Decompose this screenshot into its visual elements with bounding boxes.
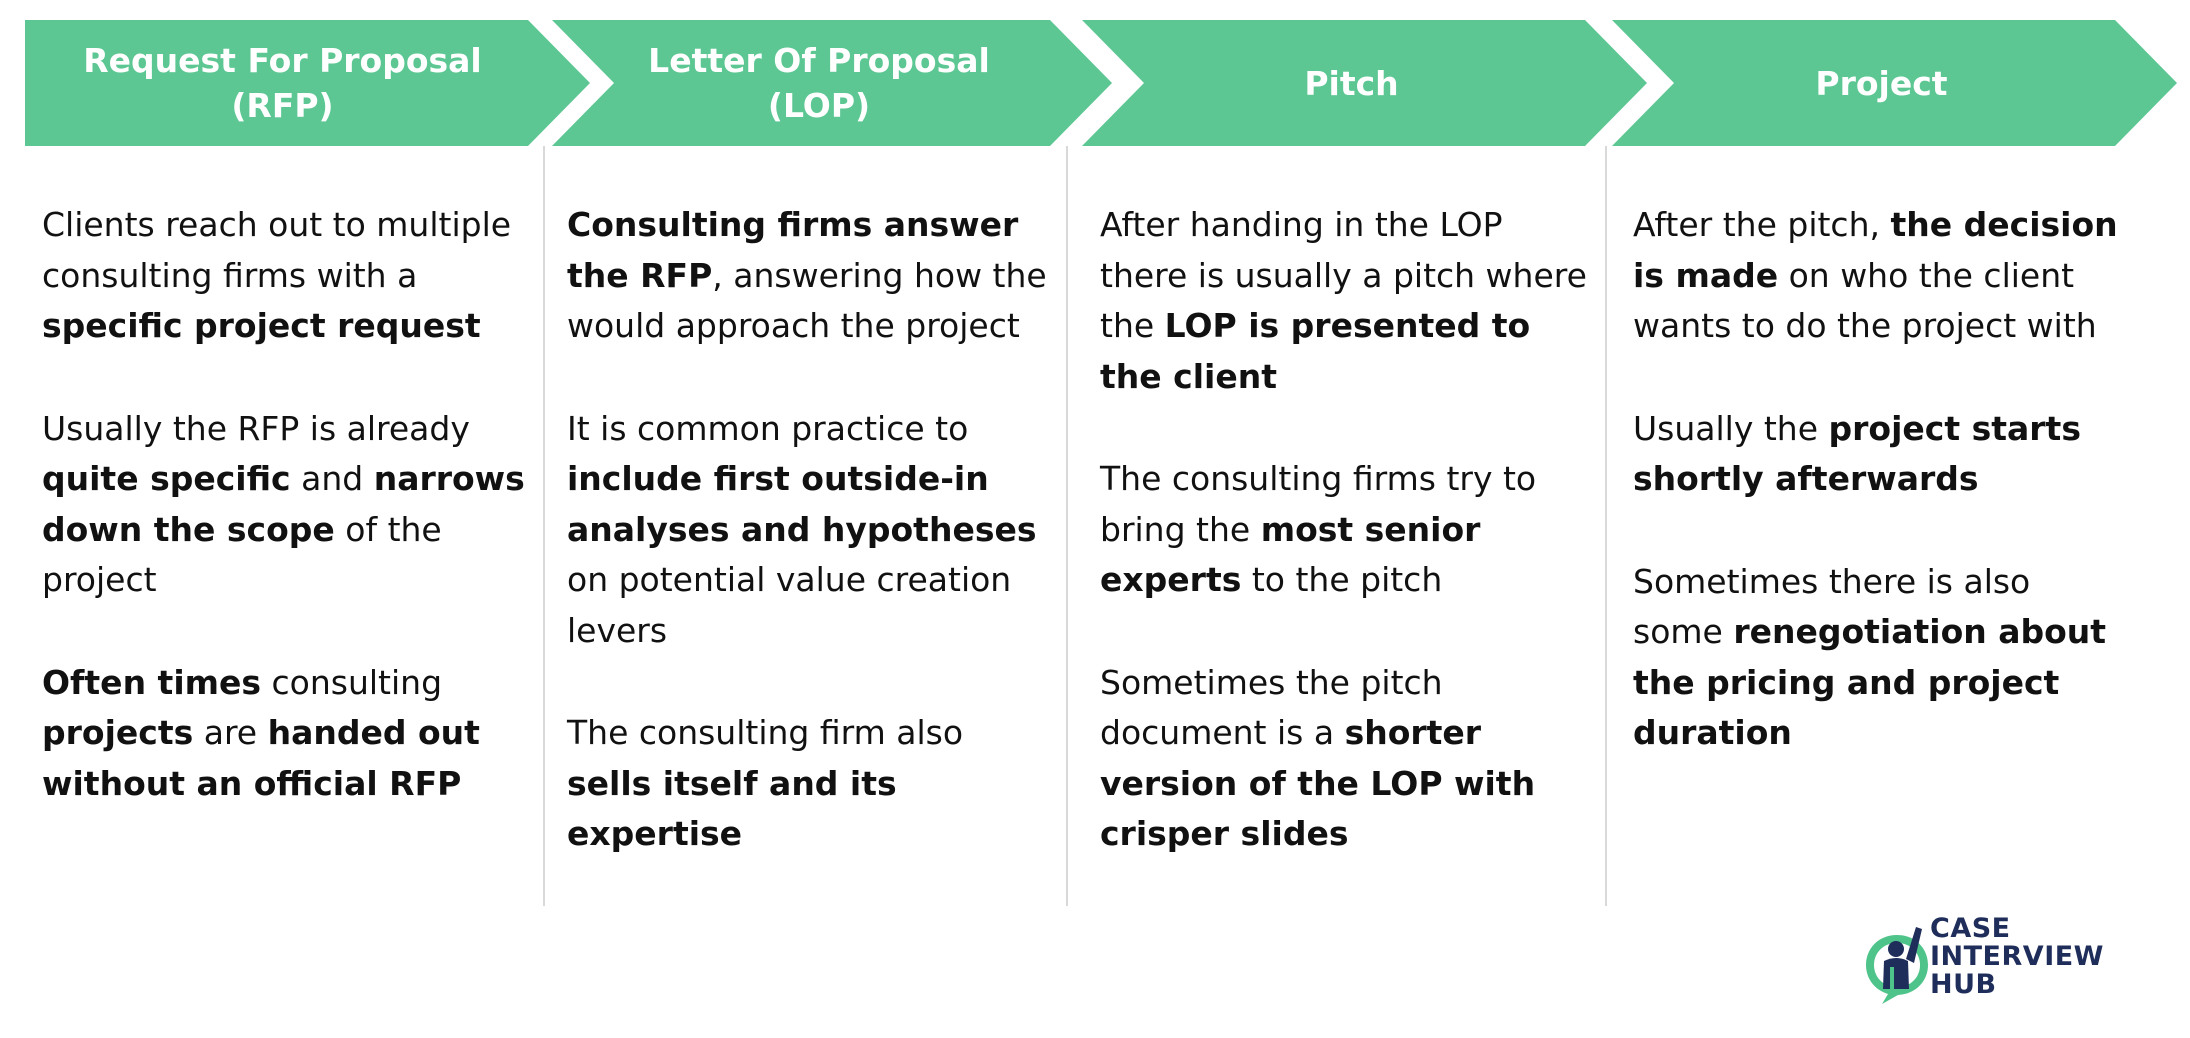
stage-paragraph: After the pitch, the decision is made on… bbox=[1633, 200, 2123, 352]
body-text: of the project bbox=[42, 509, 442, 600]
body-text: It is common practice to bbox=[567, 408, 969, 448]
body-text: are bbox=[193, 713, 268, 752]
bold-text: sells itself and its expertise bbox=[567, 763, 897, 854]
stage-paragraph: Often times consulting projects are hand… bbox=[42, 658, 527, 810]
logo-line: CASE bbox=[1930, 913, 2011, 944]
case-interview-hub-logo: CASE INTERVIEW HUB bbox=[1862, 915, 2122, 1005]
body-text: on who the client wants to do the projec… bbox=[1633, 255, 2097, 346]
stage-paragraph: Consulting firms answer the RFP, answeri… bbox=[567, 200, 1057, 352]
chevron-stage-rfp: Request For Proposal (RFP) bbox=[25, 20, 590, 146]
stage-title: Project bbox=[1815, 63, 1948, 103]
body-text: After handing in the LOP there is usuall… bbox=[1100, 205, 1587, 345]
bold-text: specific project request bbox=[42, 306, 481, 345]
stage-paragraph: Usually the project starts shortly after… bbox=[1633, 404, 2123, 505]
bold-text: renegotiation about the pricing and proj… bbox=[1633, 612, 2107, 752]
bold-text: most senior experts bbox=[1100, 509, 1481, 600]
body-text: Clients reach out to multiple consulting… bbox=[42, 205, 512, 295]
body-text: Sometimes the pitch document is a bbox=[1100, 662, 1443, 753]
column-divider bbox=[543, 146, 545, 906]
bold-text: include first outside-in analyses and hy… bbox=[567, 459, 1037, 549]
column-divider bbox=[1066, 146, 1068, 906]
bold-text: projects bbox=[42, 713, 194, 752]
stage-column-rfp: Clients reach out to multiple consulting… bbox=[42, 200, 527, 861]
logo-line: INTERVIEW bbox=[1930, 941, 2104, 972]
process-chevron-row: Request For Proposal (RFP) Letter Of Pro… bbox=[0, 0, 2190, 160]
stage-paragraph: It is common practice to include first o… bbox=[567, 404, 1057, 657]
body-text: to the pitch bbox=[1241, 560, 1443, 599]
bold-text: Often times bbox=[42, 662, 262, 702]
body-text: The consulting firms try to bring the bbox=[1100, 459, 1537, 549]
stage-column-project: After the pitch, the decision is made on… bbox=[1633, 200, 2123, 811]
stage-title: Pitch bbox=[1304, 63, 1399, 103]
stage-column-pitch: After handing in the LOP there is usuall… bbox=[1100, 200, 1590, 912]
stage-paragraph: Usually the RFP is already quite specifi… bbox=[42, 404, 527, 606]
stage-paragraph: The consulting firm also sells itself an… bbox=[567, 708, 1057, 860]
stage-title: Letter Of Proposal (LOP) bbox=[648, 41, 990, 125]
stage-paragraph: Sometimes the pitch document is a shorte… bbox=[1100, 658, 1590, 860]
body-text: consulting bbox=[261, 662, 443, 702]
bold-text: quite specific bbox=[42, 459, 291, 498]
body-text: , answering how the would approach the p… bbox=[567, 255, 1047, 346]
body-text: The consulting firm also bbox=[567, 713, 964, 752]
stage-paragraph: After handing in the LOP there is usuall… bbox=[1100, 200, 1590, 402]
column-divider bbox=[1605, 146, 1607, 906]
chevron-stage-pitch: Pitch bbox=[1082, 20, 1647, 146]
logo-line: HUB bbox=[1930, 969, 1997, 1000]
person-raising-hand-icon bbox=[1866, 927, 1928, 1004]
stage-paragraph: The consulting firms try to bring the mo… bbox=[1100, 454, 1590, 606]
bold-text: shorter version of the LOP with crisper … bbox=[1100, 713, 1536, 853]
chevron-stage-lop: Letter Of Proposal (LOP) bbox=[552, 20, 1112, 146]
logo-wordmark: CASE INTERVIEW HUB bbox=[1930, 915, 2104, 999]
bold-text: LOP is presented to the client bbox=[1100, 306, 1531, 396]
chevron-stage-project: Project bbox=[1612, 20, 2177, 146]
bold-text: Consulting firms answer the RFP bbox=[567, 205, 1019, 295]
body-text: and bbox=[290, 459, 374, 498]
body-text: Usually the bbox=[1633, 408, 1829, 448]
body-text: After the pitch, bbox=[1633, 205, 1891, 244]
bold-text: project starts shortly afterwards bbox=[1633, 408, 2081, 499]
body-text: Usually the RFP is already bbox=[42, 408, 470, 448]
body-text: on potential value creation levers bbox=[567, 560, 1012, 650]
stage-title: Request For Proposal (RFP) bbox=[83, 41, 482, 125]
stage-column-lop: Consulting firms answer the RFP, answeri… bbox=[567, 200, 1057, 912]
body-text: Sometimes there is also some bbox=[1633, 561, 2031, 652]
stage-paragraph: Clients reach out to multiple consulting… bbox=[42, 200, 527, 352]
stage-paragraph: Sometimes there is also some renegotiati… bbox=[1633, 557, 2123, 759]
bold-text: the decision is made bbox=[1633, 205, 2118, 295]
bold-text: narrows down the scope bbox=[42, 459, 525, 549]
bold-text: handed out without an official RFP bbox=[42, 713, 480, 803]
